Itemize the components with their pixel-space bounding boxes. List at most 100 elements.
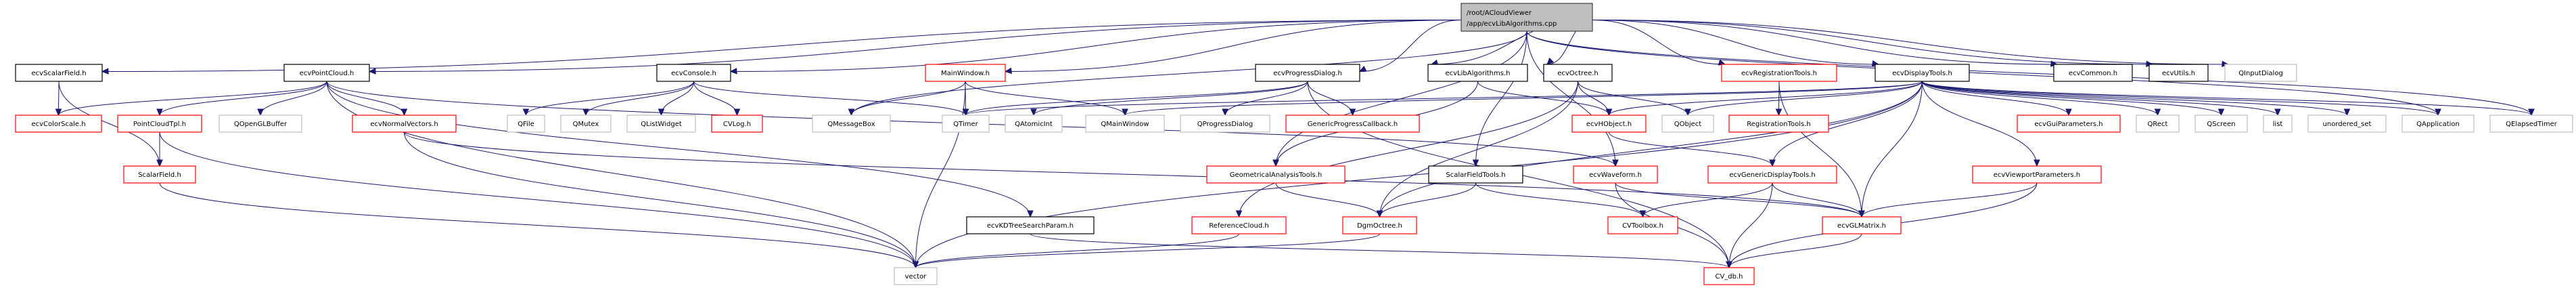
file-node-registrationtools[interactable]: RegistrationTools.h (1728, 115, 1829, 133)
file-node-qrect: QRect (2136, 115, 2180, 133)
node-label: QTimer (953, 121, 978, 128)
node-box (1285, 115, 1420, 133)
node-box (1180, 115, 1270, 133)
file-node-referencecloud[interactable]: ReferenceCloud.h (1191, 216, 1287, 234)
edge-ecvOctree-to-QObject (1578, 81, 1688, 116)
arrowhead (1546, 57, 1555, 65)
node-box (218, 115, 302, 133)
node-box (966, 216, 1095, 234)
file-node-geometricalanalysistools[interactable]: GeometricalAnalysisTools.h (1206, 165, 1346, 184)
node-box (1728, 115, 1829, 133)
node-box (1703, 267, 1755, 285)
node-label: QApplication (2416, 121, 2460, 128)
file-node-ecvutils[interactable]: ecvUtils.h (2148, 64, 2209, 82)
file-node-ecvregistrationtools[interactable]: ecvRegistrationTools.h (1721, 64, 1837, 82)
edge-ecvDisplayTools-to-QElapsedTimer (1922, 81, 2532, 116)
file-node-ecvpointcloud[interactable]: ecvPointCloud.h (283, 64, 370, 82)
arrowhead (848, 108, 855, 117)
edge-ecvDisplayTools-to-QTimer (965, 81, 1923, 116)
node-label: QMessageBox (827, 121, 875, 128)
node-box (1972, 165, 2102, 184)
arrowhead (1639, 210, 1647, 218)
node-label: ecvNormalVectors.h (370, 121, 438, 128)
file-node-ecvwaveform[interactable]: ecvWaveform.h (1573, 165, 1658, 184)
file-node-ecvhobject[interactable]: ecvHObject.h (1571, 115, 1647, 133)
arrowhead (1272, 159, 1279, 167)
file-node-qatomicint: QAtomicInt (1005, 115, 1063, 133)
node-box (2224, 64, 2297, 82)
arrowhead (1769, 159, 1776, 167)
file-node-ecvscalarfield[interactable]: ecvScalarField.h (15, 64, 103, 82)
arrowhead (1358, 65, 1367, 73)
edge-ecvConsole-to-QFile (526, 81, 694, 116)
root-file-label-line-2: /app/ecvLibAlgorithms.cpp (1467, 20, 1557, 28)
node-label: ecvOctree.h (1557, 70, 1598, 77)
file-node-ecvguiparameters[interactable]: ecvGuiParameters.h (2017, 115, 2121, 133)
arrowhead (729, 68, 737, 75)
file-node-ecvcommon[interactable]: ecvCommon.h (2053, 64, 2133, 82)
file-node-ecvgenericdisplaytools[interactable]: ecvGenericDisplayTools.h (1707, 165, 1837, 184)
node-box (2053, 64, 2133, 82)
node-label: CV_db.h (1715, 273, 1743, 281)
file-node-ecvlibalgorithms[interactable]: ecvLibAlgorithms.h (1427, 64, 1528, 82)
arrowhead (368, 68, 376, 75)
arrowhead (2274, 108, 2281, 117)
node-label: QElapsedTimer (2506, 121, 2558, 128)
arrowhead (101, 68, 109, 75)
arrowhead (733, 108, 741, 117)
file-node-qobject: QObject (1661, 115, 1714, 133)
edge-ecvDisplayTools-to-unordered_set (1922, 81, 2347, 116)
arrowhead (2343, 108, 2351, 117)
node-label: list (2273, 121, 2283, 128)
file-node-ecvcolorscale[interactable]: ecvColorScale.h (15, 115, 102, 133)
edge-root-to-ecvConsole (730, 20, 1462, 72)
node-box (925, 64, 1006, 82)
file-node-qtimer: QTimer (942, 115, 990, 133)
node-label: ecvKDTreeSearchParam.h (987, 222, 1074, 230)
node-label: QProgressDialog (1197, 121, 1253, 128)
file-node-ecvkdtreesearchparam[interactable]: ecvKDTreeSearchParam.h (966, 216, 1095, 234)
node-label: ReferenceCloud.h (1209, 222, 1268, 230)
file-node-scalarfield[interactable]: ScalarField.h (123, 165, 196, 184)
node-label: vector (905, 273, 927, 281)
edge-ecvProgressDialog-to-QProgressDialog (1224, 81, 1308, 116)
node-box (352, 115, 457, 133)
file-node-mainwindow[interactable]: MainWindow.h (925, 64, 1006, 82)
node-box (15, 64, 103, 82)
arrowhead (1122, 108, 1128, 117)
edge-ecvPointCloud-to-ecvNormalVectors (326, 81, 405, 116)
node-label: ecvViewportParameters.h (1994, 171, 2081, 179)
node-box (942, 115, 990, 133)
edge-ecvGenericDisplayTools-to-ecvGLMatrix (1772, 182, 1862, 218)
file-node-cvtoolbox[interactable]: CVToolbox.h (1607, 216, 1678, 234)
file-node-ecvglmatrix[interactable]: ecvGLMatrix.h (1822, 216, 1902, 234)
file-node-cv-db[interactable]: CV_db.h (1703, 267, 1755, 285)
file-node-dgmoctree[interactable]: DgmOctree.h (1342, 216, 1417, 234)
file-node-genericprogresscallback[interactable]: GenericProgressCallback.h (1285, 115, 1420, 133)
edge-ecvScalarField-to-ScalarField (58, 81, 160, 167)
root-file-node[interactable]: /root/ACloudViewer /app/ecvLibAlgorithms… (1460, 3, 1593, 32)
edge-ecvPointCloud-to-ecvKDTreeSearchParam (326, 81, 1031, 218)
file-node-pointcloudtpl[interactable]: PointCloudTpl.h (117, 115, 202, 133)
edge-ecvConsole-to-CVLog (693, 81, 737, 116)
edge-ScalarFieldTools-to-CVToolbox (1475, 182, 1643, 218)
node-box (1822, 216, 1902, 234)
edge-ecvConsole-to-QMutex (585, 81, 694, 116)
arrowhead (55, 108, 62, 117)
edge-root-to-ecvProgressDialog (1359, 20, 1462, 72)
node-label: MainWindow.h (941, 70, 990, 77)
node-label: RegistrationTools.h (1747, 121, 1810, 128)
arrowhead (912, 261, 919, 269)
file-node-ecvviewportparameters[interactable]: ecvViewportParameters.h (1972, 165, 2102, 184)
file-node-ecvnormalvectors[interactable]: ecvNormalVectors.h (352, 115, 457, 133)
file-node-ecvconsole[interactable]: ecvConsole.h (656, 64, 731, 82)
arrowhead (2065, 108, 2072, 117)
file-node-scalarfieldtools[interactable]: ScalarFieldTools.h (1428, 165, 1523, 184)
file-node-ecvdisplaytools[interactable]: ecvDisplayTools.h (1874, 64, 1970, 82)
file-node-ecvoctree[interactable]: ecvOctree.h (1543, 64, 1613, 82)
arrowhead (1349, 108, 1356, 117)
file-node-ecvprogressdialog[interactable]: ecvProgressDialog.h (1255, 64, 1360, 82)
edge-ecvProgressDialog-to-QAtomicInt (1033, 81, 1308, 116)
file-node-cvlog[interactable]: CVLog.h (711, 115, 763, 133)
arrowhead (1235, 210, 1243, 218)
